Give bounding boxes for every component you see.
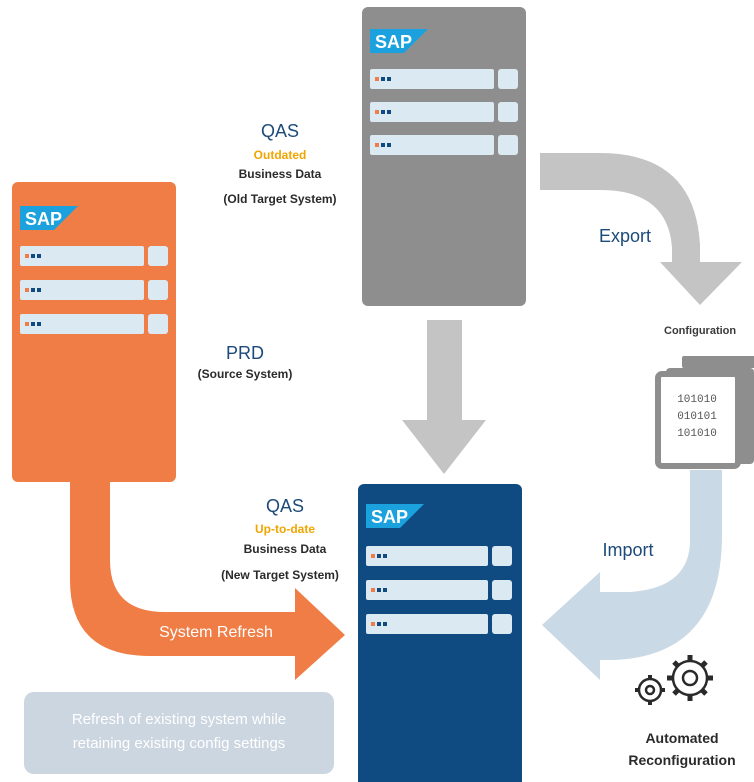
- binary-line-2: 010101: [677, 411, 717, 423]
- system-refresh-arrow: [70, 480, 345, 680]
- export-label: Export: [598, 226, 652, 246]
- note-box: [24, 692, 334, 774]
- note-text: Refresh of existing system while retaini…: [24, 708, 334, 756]
- import-label: Import: [602, 540, 654, 560]
- down-arrow: [402, 320, 486, 474]
- slot-box: [148, 314, 168, 334]
- qas-new-title: QAS: [265, 496, 304, 516]
- qas-old-title: QAS: [260, 121, 299, 141]
- slot-bar: [20, 280, 144, 300]
- prd-server: SAP: [12, 182, 176, 482]
- auto-reconfig-line-2: Reconfiguration: [628, 752, 736, 768]
- slot-box: [148, 280, 168, 300]
- qas-old-server: SAP: [362, 7, 526, 306]
- qas-old-line1: Business Data: [238, 167, 322, 181]
- sap-logo-icon: SAP: [370, 29, 428, 58]
- slot-box: [498, 135, 518, 155]
- slot-box: [498, 69, 518, 89]
- document-icon: [655, 356, 754, 469]
- slot-box: [498, 102, 518, 122]
- slot-bar: [370, 102, 494, 122]
- gear-icon: [635, 655, 713, 705]
- qas-new-server: SAP: [358, 484, 522, 782]
- prd-title: PRD: [225, 343, 264, 363]
- slot-box: [492, 546, 512, 566]
- slot-bar: [366, 580, 488, 600]
- note-line-2: retaining existing config settings: [72, 735, 286, 752]
- slot-bar: [366, 614, 488, 634]
- slot-bar: [20, 246, 144, 266]
- slot-bar: [370, 69, 494, 89]
- qas-new-status: Up-to-date: [255, 522, 315, 536]
- slot-bar: [370, 135, 494, 155]
- slot-bar: [366, 546, 488, 566]
- sap-logo-icon: SAP: [366, 504, 424, 533]
- import-arrow: [542, 470, 722, 680]
- binary-line-1: 101010: [677, 394, 717, 406]
- export-arrow: [540, 153, 742, 305]
- binary-line-3: 101010: [677, 428, 717, 440]
- note-line-1: Refresh of existing system while: [71, 711, 287, 728]
- sap-logo-text: SAP: [25, 209, 62, 229]
- sap-logo-icon: SAP: [20, 206, 78, 235]
- qas-old-status: Outdated: [253, 148, 307, 162]
- config-label: Configuration: [664, 325, 737, 337]
- slot-bar: [20, 314, 144, 334]
- prd-sub: (Source System): [197, 367, 293, 381]
- slot-box: [492, 580, 512, 600]
- qas-new-line1: Business Data: [243, 542, 327, 556]
- slot-box: [492, 614, 512, 634]
- system-refresh-label: System Refresh: [159, 624, 273, 641]
- auto-reconfig-line-1: Automated: [645, 730, 719, 746]
- sap-logo-text: SAP: [371, 507, 408, 527]
- qas-old-line2: (Old Target System): [223, 192, 337, 206]
- qas-new-line2: (New Target System): [221, 568, 339, 582]
- sap-logo-text: SAP: [375, 32, 412, 52]
- slot-box: [148, 246, 168, 266]
